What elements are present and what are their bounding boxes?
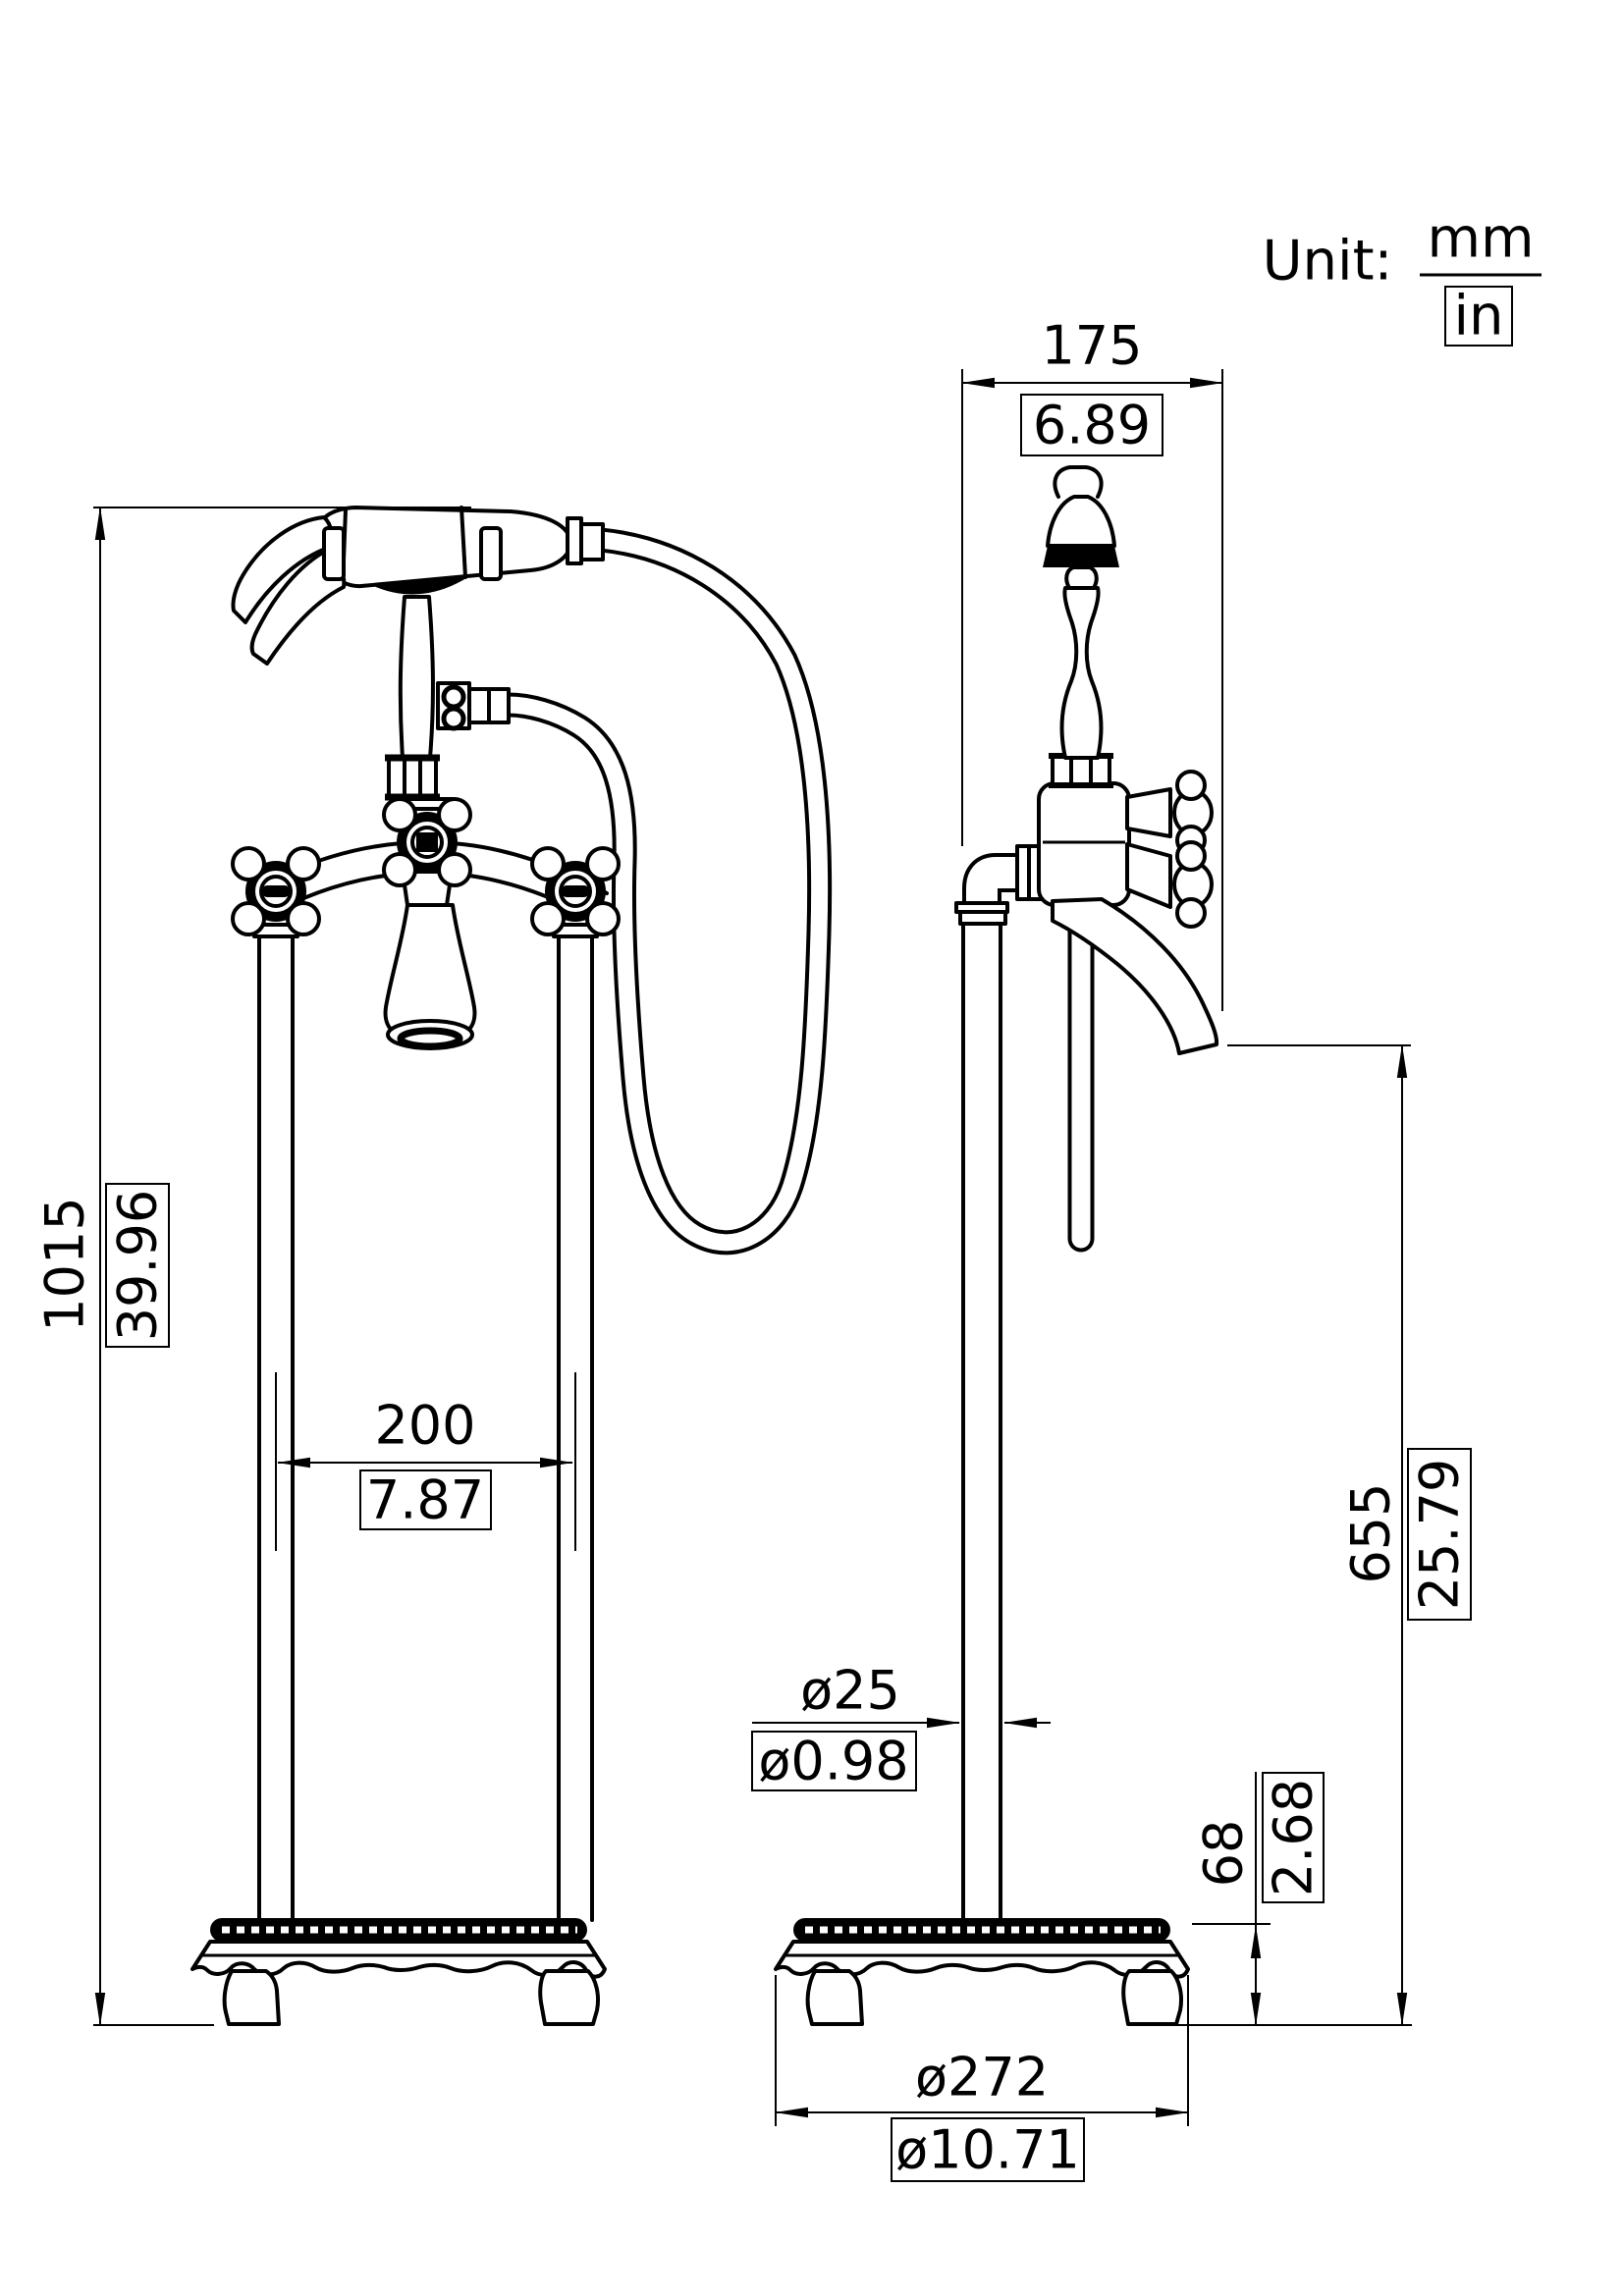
unit-mm-label: mm [1427,207,1534,271]
dim-handle-spacing: 200 7.87 [275,1372,576,1551]
dim-base-diameter-in: ø10.71 [895,2119,1080,2181]
dim-base-diameter-in-box [891,2117,1085,2182]
dim-total-height-in: 39.96 [107,1190,169,1342]
dim-total-height-mm: 1015 [34,1197,96,1331]
dim-pipe-diameter-mm: ø25 [800,1660,900,1722]
dim-handle-spacing-mm: 200 [374,1395,475,1457]
dim-base-height-in: 2.68 [1263,1779,1325,1896]
unit-in-box [1444,286,1513,347]
hand-shower-side [1043,465,1119,760]
riser-hex-nut [1049,753,1113,788]
dim-pipe-diameter-in: ø0.98 [758,1731,908,1792]
dim-spout-height-in-box [1407,1448,1472,1621]
claw-foot-base-side [776,1918,1188,2024]
tub-spout-front [383,870,477,1050]
supply-pipe-left [257,931,295,1922]
dim-base-diameter: ø272 ø10.71 [775,1975,1189,2182]
dim-pipe-diameter-in-box [751,1731,917,1791]
standpipe [954,844,1056,1922]
cross-handle-center [382,797,472,887]
dim-handle-spacing-in: 7.87 [366,1469,484,1531]
supply-pipe-right [557,931,594,1922]
dim-handle-spacing-in-box [359,1469,492,1530]
dim-top-width: 175 6.89 [961,315,1223,1011]
dim-spout-height: 655 25.79 [1227,1044,1472,2026]
dim-base-height-in-box [1262,1772,1325,1903]
dim-base-height-mm: 68 [1193,1820,1255,1888]
cross-handle-right [530,846,621,936]
hose-connector [566,516,605,565]
dim-pipe-diameter: ø25 ø0.98 [751,1660,1051,1792]
unit-label: Unit: [1263,230,1393,294]
front-view-drawing [192,506,833,2024]
cross-handle-left [231,846,321,936]
dim-top-width-mm: 175 [1041,315,1142,377]
dim-base-height: 68 2.68 [1174,1772,1412,2026]
dim-total-height: 1015 39.96 [34,507,471,2026]
side-view-drawing [776,465,1219,2024]
unit-in-label: in [1453,285,1503,348]
dim-base-diameter-mm: ø272 [915,2047,1049,2109]
dim-total-height-in-box [105,1183,170,1348]
dim-top-width-in: 6.89 [1033,395,1151,456]
cradle-tab-left [322,526,346,581]
unit-note: Unit: mm in [1263,207,1542,348]
claw-foot-base-front [192,1918,605,2024]
hand-shower-grip [314,506,572,589]
dim-spout-height-in: 25.79 [1409,1459,1471,1611]
dim-top-width-in-box [1020,394,1163,456]
dim-spout-height-mm: 655 [1340,1482,1402,1583]
hose-coupling-tee [436,681,511,731]
cross-handles-side [1125,770,1214,929]
valve-body [1037,781,1131,907]
tub-spout-side [1051,897,1219,1055]
cradle-tab-right [479,526,503,581]
riser-column [398,595,435,760]
